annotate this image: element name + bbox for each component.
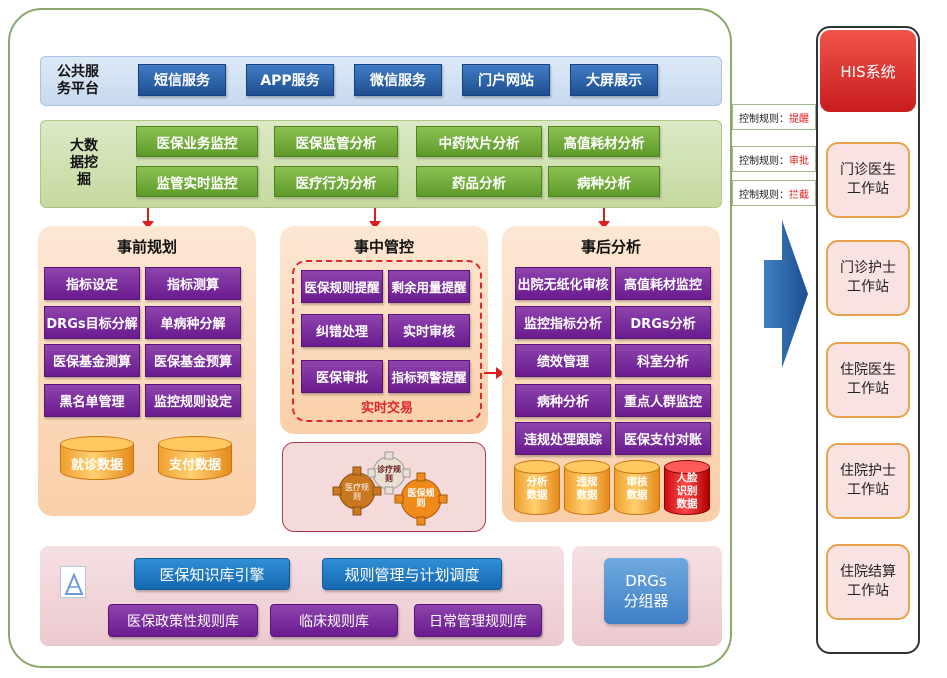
key-population-button[interactable]: 重点人群监控 xyxy=(615,384,711,417)
control-rule-approve: 控制规则：审批 xyxy=(732,146,816,172)
analysis-data-database: 分析数据 xyxy=(514,460,560,518)
arrow-to-post-analysis-right xyxy=(484,372,498,374)
monitor-indicator-button[interactable]: 监控指标分析 xyxy=(515,306,611,339)
insurance-approval-button[interactable]: 医保审批 xyxy=(301,360,383,393)
big-screen-button[interactable]: 大屏展示 xyxy=(570,64,658,96)
public-platform-label: 公共服 务平台 xyxy=(57,64,99,97)
policy-rule-library-button[interactable]: 医保政策性规则库 xyxy=(108,604,258,637)
outpatient-doctor-station[interactable]: 门诊医生工作站 xyxy=(826,142,910,218)
fund-calculation-button[interactable]: 医保基金测算 xyxy=(44,344,140,377)
discharge-audit-button[interactable]: 出院无纸化审核 xyxy=(515,267,611,300)
drgs-analysis-button[interactable]: DRGs分析 xyxy=(615,306,711,339)
his-system-column xyxy=(816,26,920,654)
gears-graphic xyxy=(332,451,448,526)
realtime-monitor-button[interactable]: 监管实时监控 xyxy=(136,166,258,197)
arrow-to-mid-control xyxy=(369,208,381,229)
drg-grouper-button[interactable]: DRGs 分组器 xyxy=(604,558,688,624)
inpatient-nurse-station[interactable]: 住院护士工作站 xyxy=(826,443,910,519)
big-data-label: 大数 据挖 掘 xyxy=(70,138,98,188)
visit-data-database: 就诊数据 xyxy=(60,436,134,486)
pre-planning-title: 事前规划 xyxy=(116,238,177,256)
consumables-analysis-button[interactable]: 高值耗材分析 xyxy=(548,126,660,157)
payment-reconcile-button[interactable]: 医保支付对账 xyxy=(615,422,711,455)
insurance-rule-reminder-button[interactable]: 医保规则提醒 xyxy=(301,270,383,303)
portal-site-button[interactable]: 门户网站 xyxy=(462,64,550,96)
indicator-calculation-button[interactable]: 指标测算 xyxy=(145,267,241,300)
audit-data-database: 审核数据 xyxy=(614,460,660,518)
remaining-usage-reminder-button[interactable]: 剩余用量提醒 xyxy=(388,270,470,303)
herbal-analysis-button[interactable]: 中药饮片分析 xyxy=(416,126,542,157)
payment-data-database: 支付数据 xyxy=(158,436,232,486)
insurance-regulation-analysis-button[interactable]: 医保监管分析 xyxy=(274,126,398,157)
violation-tracking-button[interactable]: 违规处理跟踪 xyxy=(515,422,611,455)
face-recognition-database: 人脸识别数据 xyxy=(664,460,710,518)
single-disease-button[interactable]: 单病种分解 xyxy=(145,306,241,339)
medical-rule-gear-label: 医疗规则 xyxy=(345,483,369,501)
inpatient-settlement-station[interactable]: 住院结算工作站 xyxy=(826,544,910,620)
consumables-monitor-button[interactable]: 高值耗材监控 xyxy=(615,267,711,300)
clinical-rule-library-button[interactable]: 临床规则库 xyxy=(270,604,398,637)
arrow-right-icon xyxy=(764,220,808,368)
daily-management-library-button[interactable]: 日常管理规则库 xyxy=(414,604,542,637)
realtime-transaction-label: 实时交易 xyxy=(360,401,413,416)
indicator-warning-button[interactable]: 指标预警提醒 xyxy=(388,360,470,393)
blacklist-button[interactable]: 黑名单管理 xyxy=(44,384,140,417)
violation-data-database: 违规数据 xyxy=(564,460,610,518)
diagnosis-rule-gear-label: 诊疗规则 xyxy=(377,465,401,483)
drgs-target-button[interactable]: DRGs目标分解 xyxy=(44,306,140,339)
realtime-audit-button[interactable]: 实时审核 xyxy=(388,314,470,347)
mid-control-title: 事中管控 xyxy=(353,238,414,256)
monitor-rule-button[interactable]: 监控规则设定 xyxy=(145,384,241,417)
indicator-setting-button[interactable]: 指标设定 xyxy=(44,267,140,300)
post-analysis-title: 事后分析 xyxy=(580,238,641,256)
drug-analysis-button[interactable]: 药品分析 xyxy=(416,166,542,197)
insurance-rule-gear-label: 医保规则 xyxy=(407,489,435,509)
outpatient-nurse-station[interactable]: 门诊护士工作站 xyxy=(826,240,910,316)
control-rule-remind: 控制规则：提醒 xyxy=(732,104,816,130)
insurance-monitor-button[interactable]: 医保业务监控 xyxy=(136,126,258,157)
control-rule-block: 控制规则：拦截 xyxy=(732,180,816,206)
arrow-to-pre-planning xyxy=(142,208,154,229)
knowledge-engine-button[interactable]: 医保知识库引擎 xyxy=(134,558,290,590)
disease-type-analysis-button[interactable]: 病种分析 xyxy=(515,384,611,417)
rule-gears-box: 医疗规则 诊疗规则 医保规则 xyxy=(282,442,486,532)
wechat-service-button[interactable]: 微信服务 xyxy=(354,64,442,96)
sms-service-button[interactable]: 短信服务 xyxy=(138,64,226,96)
app-service-button[interactable]: APP服务 xyxy=(246,64,334,96)
error-correction-button[interactable]: 纠错处理 xyxy=(301,314,383,347)
his-system-header: HIS系统 xyxy=(820,30,916,112)
document-icon xyxy=(60,566,86,598)
inpatient-doctor-station[interactable]: 住院医生工作站 xyxy=(826,342,910,418)
arrow-head-right xyxy=(496,367,504,379)
realtime-dashed-group xyxy=(292,260,482,422)
performance-button[interactable]: 绩效管理 xyxy=(515,344,611,377)
arrow-to-post-analysis xyxy=(598,208,610,229)
fund-budget-button[interactable]: 医保基金预算 xyxy=(145,344,241,377)
department-analysis-button[interactable]: 科室分析 xyxy=(615,344,711,377)
medical-behavior-button[interactable]: 医疗行为分析 xyxy=(274,166,398,197)
disease-analysis-button[interactable]: 病种分析 xyxy=(548,166,660,197)
rule-scheduler-button[interactable]: 规则管理与计划调度 xyxy=(322,558,502,590)
